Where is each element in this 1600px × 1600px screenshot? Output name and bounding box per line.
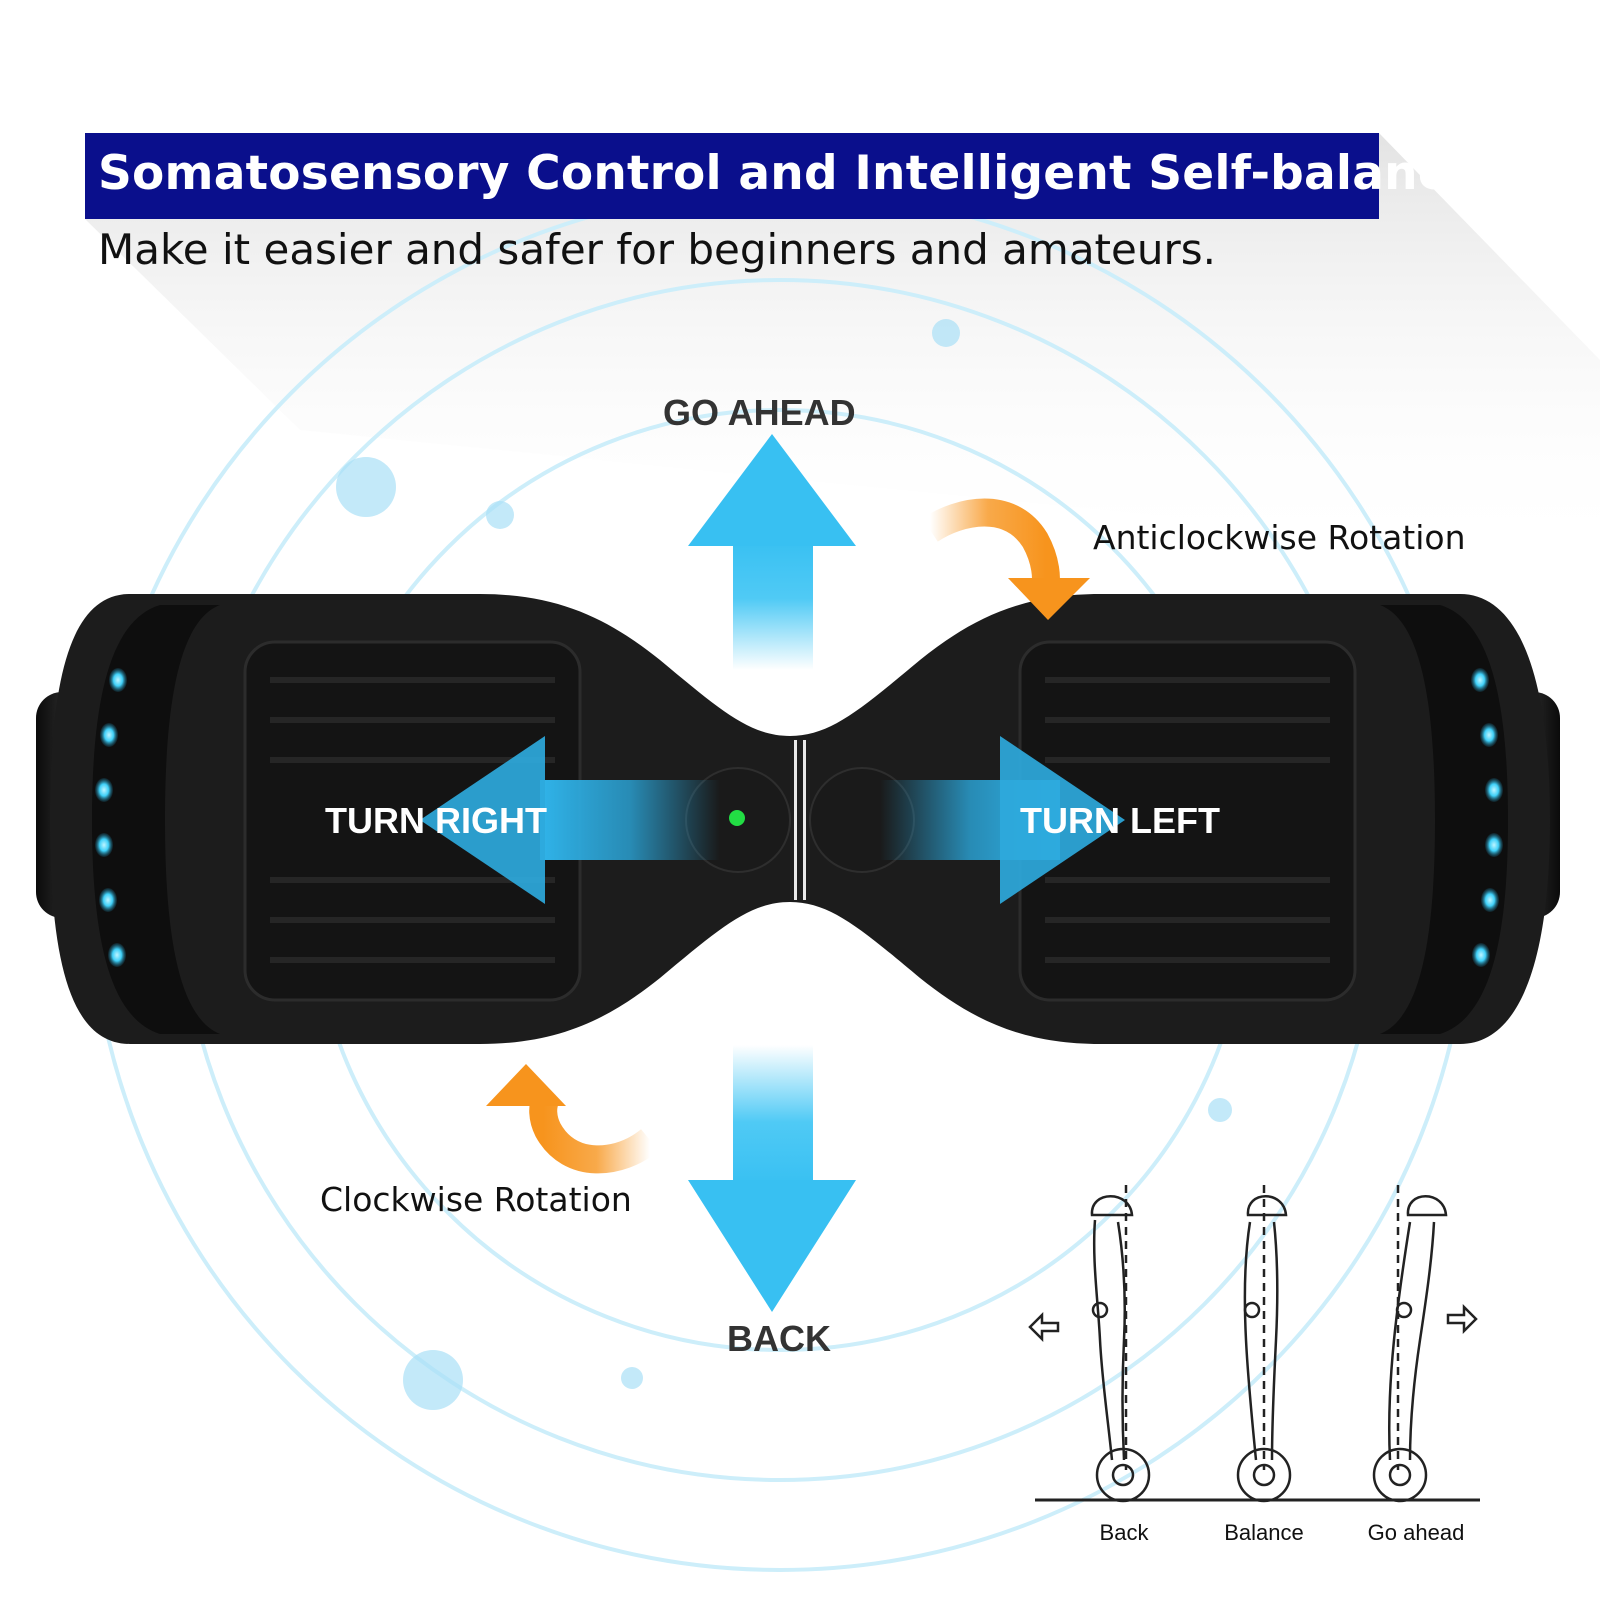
posture-diagram (1028, 1185, 1480, 1503)
label-clockwise-rotation: Clockwise Rotation (320, 1180, 632, 1219)
figure-balance (1236, 1185, 1292, 1503)
arrow-turn-left (880, 736, 1125, 904)
posture-label-back: Back (1099, 1520, 1149, 1545)
label-back: BACK (727, 1318, 831, 1359)
led-lights-right (1471, 668, 1503, 967)
title-banner (85, 133, 1379, 219)
led-lights-left (95, 668, 127, 967)
arrow-turn-right (420, 736, 720, 904)
arrow-go-ahead (688, 434, 856, 670)
power-indicator-light (729, 810, 745, 826)
figure-go-ahead (1372, 1185, 1478, 1503)
posture-label-balance: Balance (1224, 1520, 1304, 1545)
posture-label-go-ahead: Go ahead (1367, 1520, 1465, 1545)
figure-back (1028, 1185, 1151, 1503)
label-anticlockwise-rotation: Anticlockwise Rotation (1093, 518, 1466, 557)
label-turn-left: TURN LEFT (1020, 800, 1220, 841)
arrow-anticlockwise (922, 498, 1090, 620)
page-title: Somatosensory Control and Intelligent Se… (98, 146, 1530, 201)
background-dots (336, 319, 1232, 1410)
label-turn-right: TURN RIGHT (325, 800, 547, 841)
background-shadow (85, 133, 1600, 560)
page-subtitle: Make it easier and safer for beginners a… (98, 225, 1216, 274)
hoverboard (36, 594, 1560, 1044)
arrow-clockwise (486, 1064, 659, 1174)
arrow-back (688, 1045, 856, 1312)
label-go-ahead: GO AHEAD (663, 392, 856, 433)
